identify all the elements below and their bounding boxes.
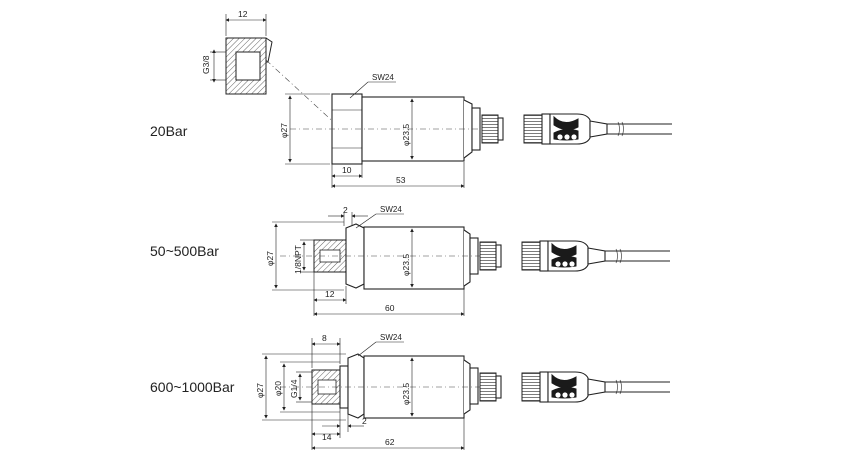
dia235-dim-2: φ23.5: [401, 254, 411, 276]
dia27-dim-3: φ27: [255, 383, 265, 398]
collar-dim-3: 8: [322, 333, 327, 343]
sensor-body-50-500bar: φ27 1/8NPT φ23.5 2 SW24 12: [265, 205, 480, 316]
g38-adapter: 12 G3/8: [201, 9, 341, 129]
total-len-dim-3: 62: [385, 437, 395, 447]
dia27-dim-2: φ27: [265, 251, 275, 266]
row-label-600-1000bar: 600~1000Bar: [150, 379, 235, 395]
thread-dim-3: G1/4: [289, 379, 299, 398]
row-50-500bar: 50~500Bar φ27 1/8NPT φ23.5: [150, 205, 671, 316]
row-600-1000bar: 600~1000Bar φ27 φ20 G1/: [150, 333, 671, 450]
total-len-dim-2: 60: [385, 303, 395, 313]
adapter-thread-dim: G3/8: [201, 55, 211, 74]
dia235-dim-1: φ23.5: [401, 124, 411, 146]
row-label-50-500bar: 50~500Bar: [150, 243, 219, 259]
sensor-body-20bar: φ27 φ23.5 SW24 10 53: [279, 73, 481, 188]
sw24-label-1: SW24: [372, 73, 394, 82]
row-label-20bar: 20Bar: [150, 123, 188, 139]
step-dim-3: 2: [362, 416, 367, 426]
thread-len-dim-3: 14: [322, 432, 332, 442]
connector-cable-3: [479, 371, 671, 403]
dia20-dim-3: φ20: [273, 381, 283, 396]
row-20bar: 20Bar 12 G3/8: [150, 9, 673, 188]
sw24-label-2: SW24: [380, 205, 402, 214]
step-dim-2: 2: [343, 205, 348, 215]
dia27-dim-1: φ27: [279, 123, 289, 138]
thread-dim-2: 1/8NPT: [293, 245, 303, 274]
total-len-dim-1: 53: [396, 175, 406, 185]
connector-cable-2: [479, 240, 671, 272]
sensor-body-600-1000bar: φ27 φ20 G1/4 φ23.5 8 SW24: [255, 333, 480, 450]
adapter-width-dim: 12: [238, 9, 248, 19]
hex-len-dim-1: 10: [342, 165, 352, 175]
connector-cable-1: [481, 113, 673, 145]
sw24-label-3: SW24: [380, 333, 402, 342]
thread-len-dim-2: 12: [325, 289, 335, 299]
dia235-dim-3: φ23.5: [401, 383, 411, 405]
